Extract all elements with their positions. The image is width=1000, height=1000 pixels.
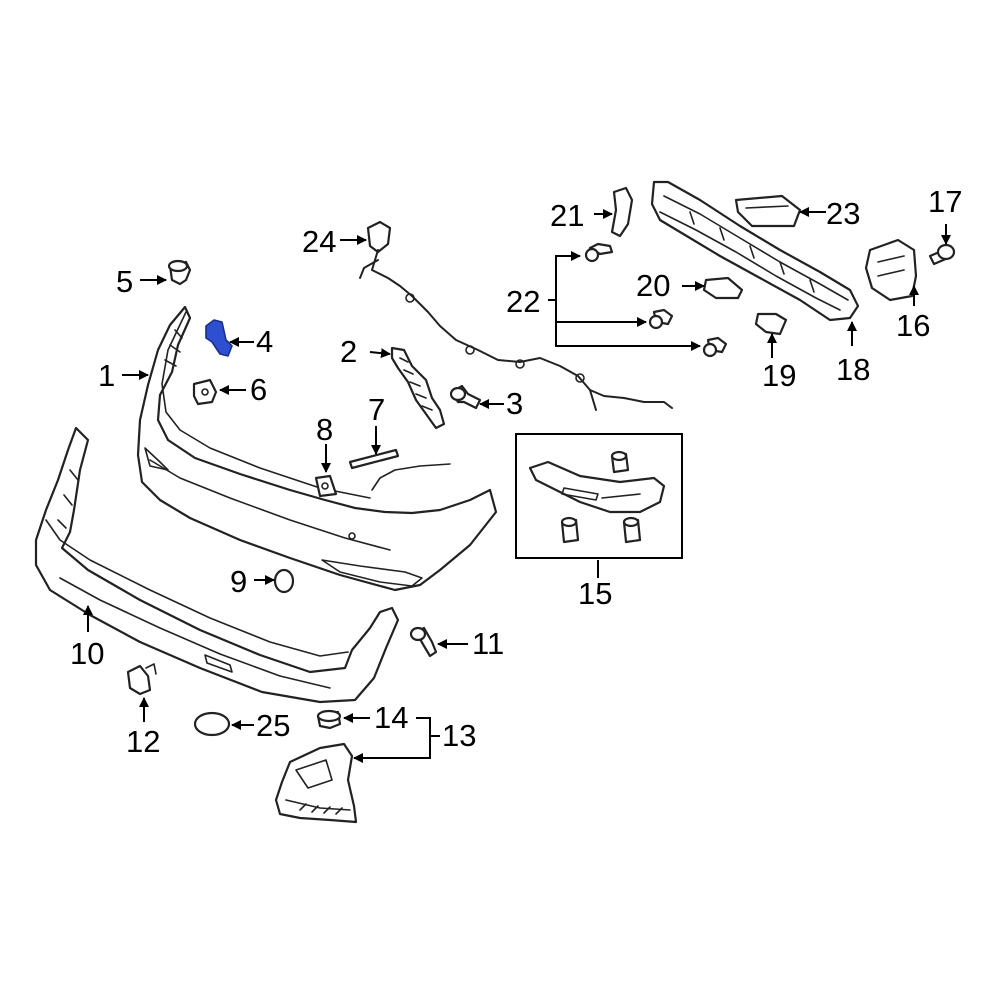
clip-19[interactable] — [754, 312, 788, 336]
callout-1: 1 — [98, 358, 115, 393]
seal-25[interactable] — [193, 711, 231, 737]
highlighted-part-4[interactable] — [205, 319, 233, 357]
mount-bracket-16[interactable] — [864, 238, 918, 302]
callout-23: 23 — [826, 196, 860, 231]
push-clip-5[interactable] — [167, 259, 192, 286]
bolt-11[interactable] — [409, 626, 438, 658]
callout-7: 7 — [368, 392, 385, 427]
bolt-3[interactable] — [449, 384, 482, 410]
side-bracket[interactable] — [390, 346, 446, 430]
bolts-22[interactable] — [584, 242, 728, 358]
wiring-harness-24[interactable] — [359, 220, 673, 411]
bolt-17[interactable] — [928, 243, 956, 266]
lamp-box-15[interactable] — [515, 433, 683, 559]
callout-3: 3 — [506, 386, 523, 421]
callout-12: 12 — [126, 724, 160, 759]
callout-4: 4 — [256, 324, 273, 359]
tow-cover-12[interactable] — [126, 663, 157, 696]
callout-21: 21 — [550, 198, 584, 233]
callout-8: 8 — [316, 412, 333, 447]
callout-24: 24 — [302, 224, 336, 259]
callout-9: 9 — [230, 564, 247, 599]
callout-20: 20 — [636, 268, 670, 303]
reflector-7[interactable] — [348, 448, 400, 470]
under-shield-13[interactable] — [274, 742, 358, 824]
callout-15: 15 — [578, 576, 612, 611]
callout-2: 2 — [340, 334, 357, 369]
nut-14[interactable] — [316, 709, 342, 730]
callout-6: 6 — [250, 372, 267, 407]
callout-16: 16 — [896, 308, 930, 343]
pad-8[interactable] — [314, 474, 338, 498]
callout-13: 13 — [442, 718, 476, 753]
absorber-23[interactable] — [734, 194, 802, 228]
plug-9[interactable] — [273, 568, 295, 594]
callout-labels: 1 2 3 4 5 6 7 8 9 10 11 12 13 14 15 16 1… — [70, 184, 962, 759]
callout-19: 19 — [762, 358, 796, 393]
clip-20[interactable] — [702, 276, 744, 300]
clip-6[interactable] — [192, 378, 218, 406]
callout-18: 18 — [836, 352, 870, 387]
callout-22: 22 — [506, 284, 540, 319]
bumper-lower-valance[interactable] — [34, 426, 400, 704]
leader-lines — [83, 207, 951, 763]
callout-11: 11 — [472, 626, 504, 661]
bracket-21[interactable] — [610, 186, 634, 238]
callout-5: 5 — [116, 264, 133, 299]
callout-25: 25 — [256, 708, 290, 743]
callout-14: 14 — [374, 700, 408, 735]
callout-17: 17 — [928, 184, 962, 219]
reinforcement-beam-18[interactable] — [650, 180, 860, 322]
callout-10: 10 — [70, 636, 104, 671]
bumper-cover-upper[interactable] — [136, 305, 498, 592]
